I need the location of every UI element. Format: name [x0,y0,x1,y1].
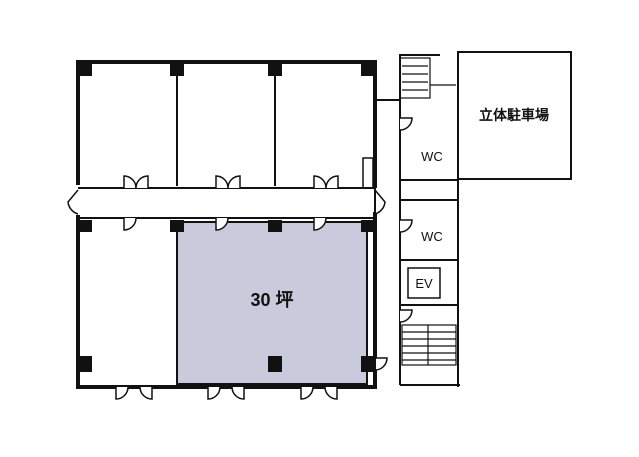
wc-doors [399,117,413,323]
elevator-box [407,267,441,299]
parking-structure [457,51,572,180]
elevator-label: EV [415,276,433,291]
corridor-doors [67,175,386,231]
interior-partitions [176,64,276,186]
upper-stair [399,57,456,99]
wc-upper-label: WC [421,149,443,164]
wc-lower-label: WC [421,229,443,244]
parking-label: 立体駐車場 [479,107,549,123]
lower-stair [401,324,457,366]
corridor-walls [78,187,375,219]
exterior-doors [115,357,388,400]
columns [78,62,375,372]
unit-area-label: 30 坪 [250,290,293,310]
